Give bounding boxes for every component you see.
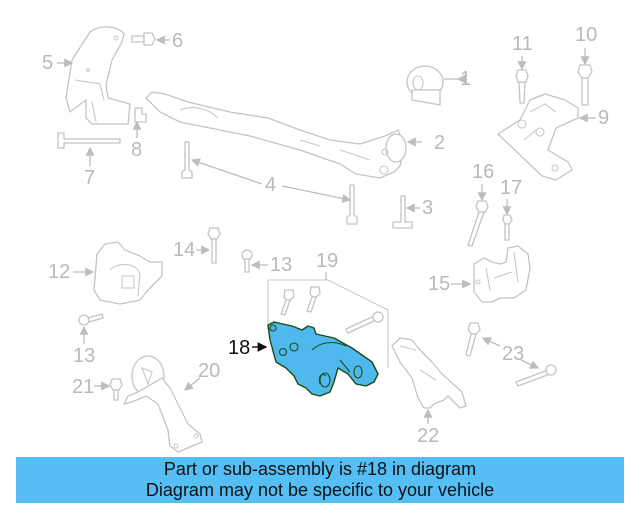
part-14-bolt <box>207 227 221 264</box>
callout-6[interactable]: 6 <box>172 30 184 52</box>
part-2-crossmember <box>145 91 407 179</box>
callout-5[interactable]: 5 <box>42 52 54 74</box>
callout-10[interactable]: 10 <box>575 24 598 46</box>
part-4-bolts <box>181 141 358 225</box>
callout-8[interactable]: 8 <box>131 139 143 161</box>
callout-14[interactable]: 14 <box>173 239 196 261</box>
callout-16[interactable]: 16 <box>472 161 495 183</box>
part-3-stud <box>392 195 413 229</box>
part-13-bolt-left <box>78 313 104 326</box>
part-21-bolt <box>109 378 123 401</box>
callout-3[interactable]: 3 <box>422 197 434 219</box>
part-18-highlighted-bracket[interactable] <box>267 321 379 397</box>
callout-11[interactable]: 11 <box>512 33 533 55</box>
callout-18[interactable]: 18 <box>228 337 251 359</box>
part-11-bolt <box>515 69 529 104</box>
callout-12[interactable]: 12 <box>48 261 71 283</box>
callout-17[interactable]: 17 <box>500 177 523 199</box>
callout-23[interactable]: 23 <box>502 343 525 365</box>
banner-part-note: Part or sub-assembly is #18 in diagram <box>163 459 477 479</box>
banner-disclaimer: Diagram may not be specific to your vehi… <box>145 480 495 500</box>
part-10-bolt <box>577 64 593 106</box>
part-23-bolts <box>465 322 557 387</box>
callout-7[interactable]: 7 <box>84 167 96 189</box>
callout-2[interactable]: 2 <box>434 132 446 154</box>
part-17-bolt <box>502 214 513 241</box>
callout-9[interactable]: 9 <box>598 107 610 129</box>
callout-13-left[interactable]: 13 <box>73 345 96 367</box>
info-banner: Part or sub-assembly is #18 in diagram D… <box>16 457 624 503</box>
part-22-bracket <box>391 337 467 409</box>
part-8-nut <box>134 107 147 123</box>
callout-1[interactable]: 1 <box>460 68 472 90</box>
part-15-bracket <box>473 245 531 303</box>
callout-13-mid[interactable]: 13 <box>270 254 293 276</box>
leader-lines <box>57 35 596 424</box>
part-7-long-bolt <box>57 132 121 149</box>
callout-21[interactable]: 21 <box>72 376 95 398</box>
callout-20[interactable]: 20 <box>198 360 221 382</box>
callout-4[interactable]: 4 <box>265 174 277 196</box>
part-1-mount <box>406 65 444 106</box>
part-12-mount <box>93 241 163 305</box>
part-20-mount <box>123 355 203 453</box>
part-19-kit <box>267 279 389 368</box>
callout-19[interactable]: 19 <box>316 250 339 272</box>
part-16-bolt <box>467 200 489 247</box>
callout-22[interactable]: 22 <box>417 425 440 447</box>
part-9-mount <box>497 93 579 181</box>
part-5-bracket <box>65 26 131 125</box>
part-6-bolt <box>131 32 156 46</box>
callout-15[interactable]: 15 <box>428 273 451 295</box>
part-13-bolt-mid <box>241 249 253 273</box>
